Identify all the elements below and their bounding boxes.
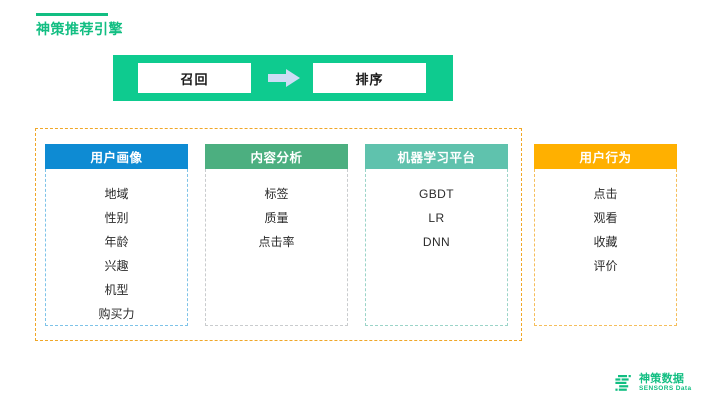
card-user-behavior-body: 点击 观看 收藏 评价 — [534, 169, 677, 326]
list-item: 地域 — [104, 187, 129, 201]
card-user-behavior-header: 用户行为 — [534, 144, 677, 169]
brand-logo-wordmark: 神策数据 SENSORS Data — [639, 373, 691, 393]
card-content-analysis-header: 内容分析 — [205, 144, 348, 169]
list-item: 点击 — [593, 187, 618, 201]
card-user-behavior-title: 用户行为 — [579, 151, 632, 165]
card-user-behavior: 用户行为 点击 观看 收藏 评价 — [534, 144, 677, 326]
list-item: 性别 — [104, 211, 129, 225]
card-content-analysis: 内容分析 标签 质量 点击率 — [205, 144, 348, 326]
list-item: 点击率 — [258, 235, 295, 249]
sensors-data-logo-icon — [614, 373, 634, 393]
list-item: 购买力 — [98, 307, 135, 321]
card-user-profile-body: 地域 性别 年龄 兴趣 机型 购买力 — [45, 169, 188, 326]
list-item: 评价 — [593, 259, 618, 273]
flow-step-ranking: 排序 — [313, 63, 426, 93]
flow-step-recall: 召回 — [138, 63, 251, 93]
arrow-right-icon — [268, 69, 300, 87]
flow-step-ranking-label: 排序 — [355, 71, 384, 87]
page-title: 神策推荐引擎 — [36, 13, 123, 38]
list-item: 兴趣 — [104, 259, 129, 273]
list-item: 质量 — [264, 211, 289, 225]
card-content-analysis-title: 内容分析 — [250, 151, 303, 165]
feature-group-boundary — [35, 128, 522, 341]
title-text: 神策推荐引擎 — [36, 21, 123, 37]
title-accent-rule — [36, 13, 108, 16]
card-user-profile-title: 用户画像 — [90, 151, 143, 165]
card-ml-platform-header: 机器学习平台 — [365, 144, 508, 169]
list-item: 年龄 — [104, 235, 129, 249]
brand-name-en: SENSORS Data — [639, 385, 692, 392]
card-ml-platform: 机器学习平台 GBDT LR DNN — [365, 144, 508, 326]
card-ml-platform-title: 机器学习平台 — [397, 151, 476, 165]
list-item: DNN — [422, 235, 451, 249]
list-item: 观看 — [593, 211, 618, 225]
flow-step-recall-label: 召回 — [180, 71, 209, 87]
flow-banner: 召回 排序 — [113, 55, 453, 101]
list-item: 标签 — [264, 187, 289, 201]
card-ml-platform-body: GBDT LR DNN — [365, 169, 508, 326]
list-item: 机型 — [104, 283, 129, 297]
list-item: LR — [428, 211, 445, 225]
brand-logo: 神策数据 SENSORS Data — [614, 371, 700, 395]
list-item: 收藏 — [593, 235, 618, 249]
card-user-profile: 用户画像 地域 性别 年龄 兴趣 机型 购买力 — [45, 144, 188, 326]
brand-name-cn: 神策数据 — [639, 373, 685, 385]
card-content-analysis-body: 标签 质量 点击率 — [205, 169, 348, 326]
card-user-profile-header: 用户画像 — [45, 144, 188, 169]
list-item: GBDT — [419, 187, 454, 201]
